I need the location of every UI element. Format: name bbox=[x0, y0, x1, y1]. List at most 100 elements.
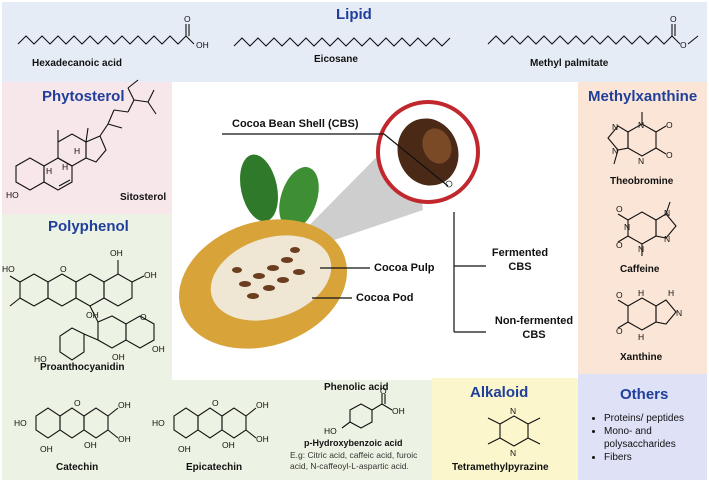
xanthine-o-atom-2: O bbox=[616, 326, 623, 336]
sitosterol-structure: HO H H H bbox=[6, 79, 157, 200]
epicatechin-structure: HO O OH OH OH OH bbox=[152, 398, 269, 454]
proanthocyanidin-structure: OH OH HO O OH O OH OH HO bbox=[2, 248, 165, 364]
theobromine-n-atom-4: N bbox=[638, 156, 644, 166]
others-panel bbox=[578, 374, 707, 480]
catechin-oh-atom-1: OH bbox=[118, 400, 131, 410]
cocoa-leaf-2 bbox=[279, 167, 319, 229]
catechin-structure: HO O OH OH OH OH bbox=[14, 398, 131, 454]
caffeine-o-atom-1: O bbox=[616, 204, 623, 214]
theobromine-o-atom-1: O bbox=[666, 120, 673, 130]
epicatechin-oh-atom-3: OH bbox=[178, 444, 191, 454]
sitosterol-label: Sitosterol bbox=[120, 192, 167, 203]
phenolic-oh-atom: OH bbox=[392, 406, 405, 416]
epicatechin-oh-atom-1: OH bbox=[256, 400, 269, 410]
xanthine-h-atom-1: H bbox=[638, 288, 644, 298]
others-item-saccharides: Mono- and polysaccharides bbox=[604, 425, 709, 451]
phenolic-o-atom: O bbox=[380, 386, 387, 396]
caffeine-n-atom-1: N bbox=[624, 222, 630, 232]
proanthocyanidin-ho-atom: HO bbox=[2, 264, 15, 274]
xanthine-o-atom-1: O bbox=[616, 290, 623, 300]
methylxanthine-panel bbox=[578, 82, 707, 374]
theobromine-structure: N N N N O O bbox=[607, 112, 673, 166]
cocoa-beans bbox=[232, 247, 305, 299]
phytosterol-panel bbox=[2, 82, 172, 214]
methyl-palmitate-o-carbonyl: O bbox=[670, 14, 677, 24]
sitosterol-h-atom-1: H bbox=[74, 146, 80, 156]
sitosterol-h-atom-3: H bbox=[62, 162, 68, 172]
fermented-cbs-label: Fermented CBS bbox=[491, 247, 549, 273]
others-item-proteins: Proteins/ peptides bbox=[604, 412, 709, 425]
hexadecanoic-acid-structure: O OH O O bbox=[17, 14, 699, 50]
xanthine-h-atom-2: H bbox=[638, 332, 644, 342]
proanthocyanidin-oh-atom-5: OH bbox=[112, 352, 125, 362]
theobromine-n-atom-2: N bbox=[612, 122, 618, 132]
tetramethylpyrazine-n-atom-2: N bbox=[510, 448, 516, 458]
cocoa-illustration bbox=[178, 100, 480, 349]
hexadecanoic-oh-atom: OH bbox=[196, 40, 209, 50]
phenolic-ho-atom: HO bbox=[324, 426, 337, 436]
methyl-palmitate-label: Methyl palmitate bbox=[530, 58, 609, 69]
tetramethylpyrazine-n-atom-1: N bbox=[510, 406, 516, 416]
proanthocyanidin-o-atom-2: O bbox=[140, 312, 147, 322]
cbs-pointer-dot bbox=[445, 180, 453, 188]
tetramethylpyrazine-structure: N N bbox=[487, 406, 541, 458]
p-hydroxybenzoic-acid-structure: O OH HO bbox=[324, 386, 405, 436]
methyl-palmitate-structure: O O bbox=[487, 14, 699, 50]
proanthocyanidin-label: Proanthocyanidin bbox=[40, 362, 125, 373]
cocoa-pod-inner bbox=[210, 235, 332, 321]
caffeine-n-atom-4: N bbox=[664, 234, 670, 244]
caffeine-n-atom-2: N bbox=[638, 244, 644, 254]
hexadecanoic-acid-label: Hexadecanoic acid bbox=[32, 58, 123, 69]
polyphenol-bottom-panel bbox=[2, 380, 432, 480]
others-title: Others bbox=[620, 386, 669, 403]
xanthine-h-atom-3: H bbox=[668, 288, 674, 298]
cocoa-pod-label: Cocoa Pod bbox=[356, 292, 414, 304]
others-item-fibers: Fibers bbox=[604, 451, 709, 464]
proanthocyanidin-oh-atom-4: OH bbox=[152, 344, 165, 354]
cocoa-leaf-1 bbox=[240, 154, 278, 222]
epicatechin-oh-atom-4: OH bbox=[222, 440, 235, 450]
proanthocyanidin-oh-atom-1: OH bbox=[110, 248, 123, 258]
others-list: Proteins/ peptides Mono- and polysacchar… bbox=[590, 412, 709, 464]
polyphenol-panel bbox=[2, 214, 172, 380]
xanthine-n-atom: N bbox=[676, 308, 682, 318]
lipid-title: Lipid bbox=[336, 6, 372, 23]
proanthocyanidin-o-atom-1: O bbox=[60, 264, 67, 274]
proanthocyanidin-oh-atom-3: OH bbox=[86, 310, 99, 320]
xanthine-label: Xanthine bbox=[620, 352, 663, 363]
proanthocyanidin-oh-atom-2: OH bbox=[144, 270, 157, 280]
methylxanthine-title: Methylxanthine bbox=[588, 88, 698, 105]
sitosterol-h-atom-2: H bbox=[46, 166, 52, 176]
caffeine-structure: O O N N N N bbox=[616, 201, 677, 256]
catechin-oh-atom-4: OH bbox=[84, 440, 97, 450]
eicosane-structure bbox=[233, 37, 451, 47]
cocoa-pulp-label: Cocoa Pulp bbox=[374, 262, 435, 274]
epicatechin-o-atom: O bbox=[212, 398, 219, 408]
caffeine-label: Caffeine bbox=[620, 264, 660, 275]
theobromine-o-atom-2: O bbox=[666, 150, 673, 160]
catechin-label: Catechin bbox=[56, 462, 99, 473]
hexadecanoic-o-atom: O bbox=[184, 14, 191, 24]
catechin-oh-atom-3: OH bbox=[40, 444, 53, 454]
catechin-ho-atom: HO bbox=[14, 418, 27, 428]
sitosterol-ho-atom: HO bbox=[6, 190, 19, 200]
epicatechin-oh-atom-2: OH bbox=[256, 434, 269, 444]
xanthine-structure: O O H H H N bbox=[616, 288, 682, 342]
catechin-oh-atom-2: OH bbox=[118, 434, 131, 444]
polyphenol-title: Polyphenol bbox=[48, 218, 129, 235]
theobromine-n-atom-1: N bbox=[638, 120, 644, 130]
nonfermented-cbs-label: Non-fermented CBS bbox=[494, 315, 574, 341]
cbs-label: Cocoa Bean Shell (CBS) bbox=[232, 118, 359, 130]
tetramethylpyrazine-label: Tetramethylpyrazine bbox=[452, 462, 549, 473]
methyl-palmitate-o-ester: O bbox=[680, 40, 687, 50]
epicatechin-ho-atom: HO bbox=[152, 418, 165, 428]
lipid-panel bbox=[2, 2, 707, 82]
caffeine-o-atom-2: O bbox=[616, 240, 623, 250]
theobromine-label: Theobromine bbox=[610, 176, 674, 187]
caffeine-n-atom-3: N bbox=[664, 208, 670, 218]
alkaloid-title: Alkaloid bbox=[470, 384, 529, 401]
proanthocyanidin-ho-atom-2: HO bbox=[34, 354, 47, 364]
phenolic-acid-title: Phenolic acid bbox=[324, 382, 389, 393]
theobromine-n-atom-3: N bbox=[612, 146, 618, 156]
phenolic-acid-examples: E.g: Citric acid, caffeic acid, furoic a… bbox=[290, 450, 418, 471]
